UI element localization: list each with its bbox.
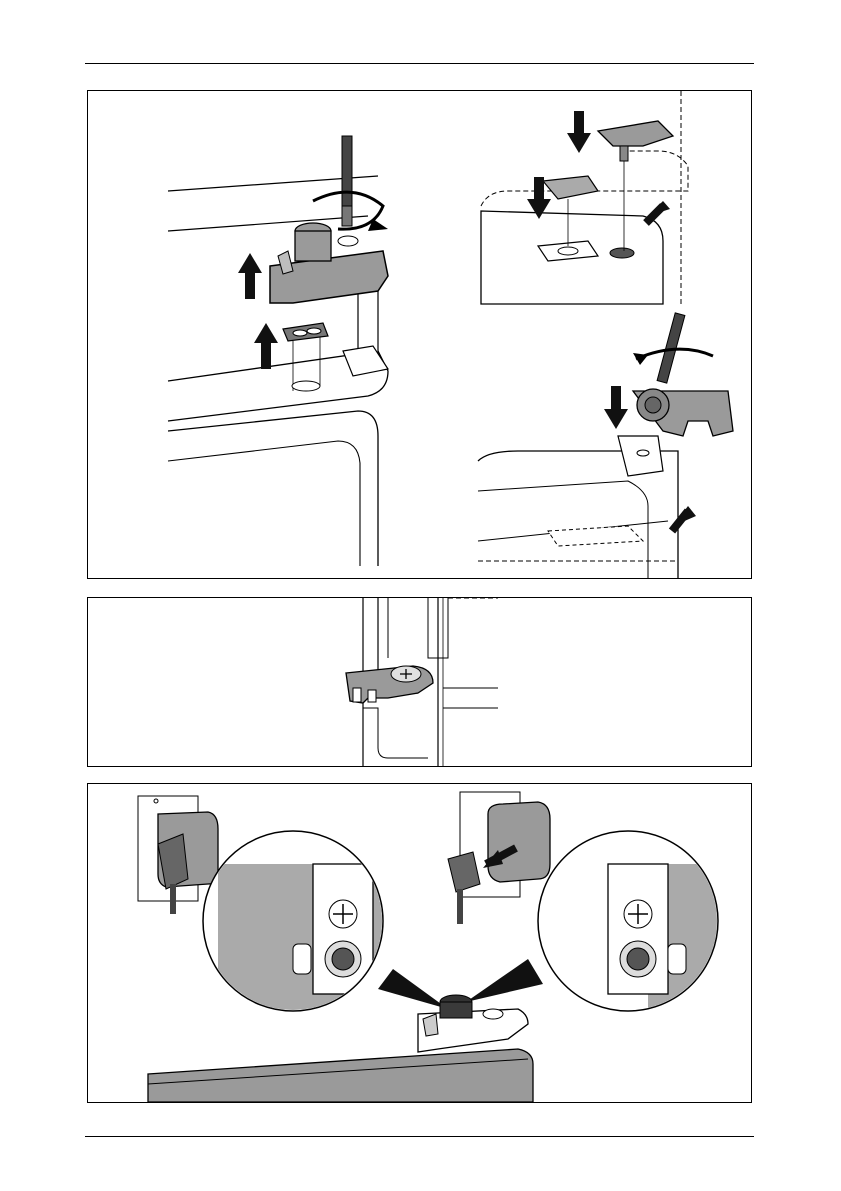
illustration-stowed-bracket <box>88 598 751 766</box>
figure-remove-transport-bracket <box>87 90 752 579</box>
illustration-bracket-storage <box>478 313 733 578</box>
illustration-lid-cover-plugs <box>481 91 688 304</box>
footer-rule <box>85 1136 754 1137</box>
illustration-left-bracket-removal <box>88 91 751 578</box>
illustration-plug-and-button <box>88 784 751 1102</box>
header-rule <box>85 63 754 64</box>
figure-bracket-stowed <box>87 597 752 767</box>
figure-unplug-check-button <box>87 783 752 1103</box>
